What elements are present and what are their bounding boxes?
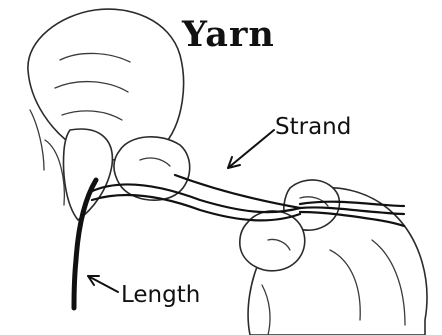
right-hand	[240, 180, 427, 335]
length-label: Length	[121, 282, 200, 308]
strand-arrow	[228, 130, 274, 168]
left-finger	[64, 129, 113, 220]
diagram-title: Yarn	[182, 14, 275, 55]
strand-label: Strand	[275, 114, 351, 140]
left-thumb	[114, 137, 190, 200]
